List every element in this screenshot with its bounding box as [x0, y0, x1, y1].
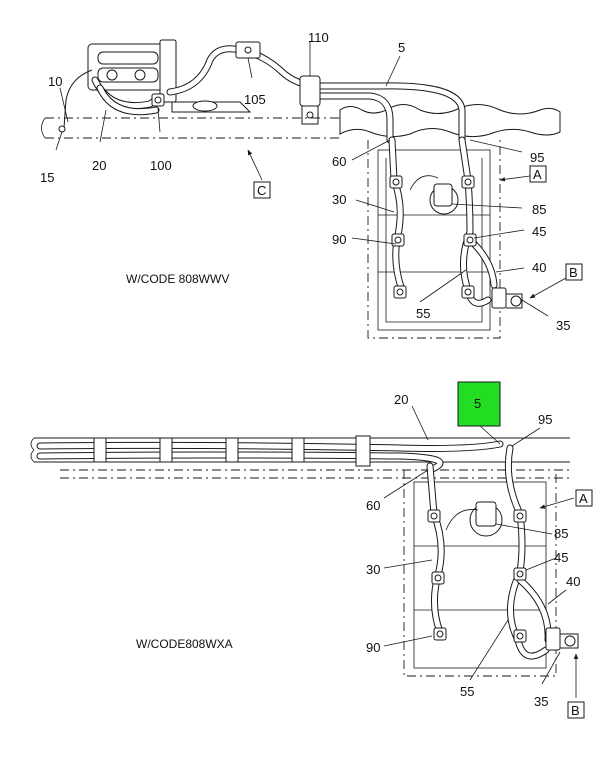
- upper-caption: W/CODE 808WWV: [126, 272, 229, 286]
- label-5: 5: [398, 40, 405, 55]
- label-20: 20: [394, 392, 408, 407]
- label-40: 40: [566, 574, 580, 589]
- label-60: 60: [366, 498, 380, 513]
- label-35: 35: [556, 318, 570, 333]
- label-110: 110: [308, 30, 329, 45]
- label-55: 55: [460, 684, 474, 699]
- starter-motor: [87, 39, 177, 103]
- callout-a: A: [533, 167, 542, 182]
- label-95: 95: [538, 412, 552, 427]
- battery-box-upper: [367, 140, 501, 339]
- label-85: 85: [554, 526, 568, 541]
- label-40: 40: [532, 260, 546, 275]
- callout-a: A: [579, 491, 588, 506]
- label-30: 30: [366, 562, 380, 577]
- label-30: 30: [332, 192, 346, 207]
- callout-b: B: [569, 265, 578, 280]
- callout-c: C: [257, 183, 266, 198]
- callout-b: B: [571, 703, 580, 718]
- label-100: 100: [150, 158, 172, 173]
- upper-view: 110 5 10 105 15 20 100 60 95 30 85 90 45…: [40, 30, 583, 339]
- label-55: 55: [416, 306, 430, 321]
- label-5-highlighted: 5: [474, 396, 481, 411]
- label-45: 45: [532, 224, 546, 239]
- label-105: 105: [244, 92, 266, 107]
- label-90: 90: [366, 640, 380, 655]
- label-90: 90: [332, 232, 346, 247]
- label-15: 15: [40, 170, 54, 185]
- highlight-box-5: [457, 381, 501, 427]
- label-45: 45: [554, 550, 568, 565]
- label-60: 60: [332, 154, 346, 169]
- battery-box-lower: [403, 470, 557, 677]
- lower-view: 5 20 95 60 85 30 45 40 90 55 35 A B W/CO…: [30, 381, 593, 719]
- label-10: 10: [48, 74, 62, 89]
- label-20: 20: [92, 158, 106, 173]
- label-85: 85: [532, 202, 546, 217]
- label-95: 95: [530, 150, 544, 165]
- label-35: 35: [534, 694, 548, 709]
- lower-caption: W/CODE808WXA: [136, 637, 233, 651]
